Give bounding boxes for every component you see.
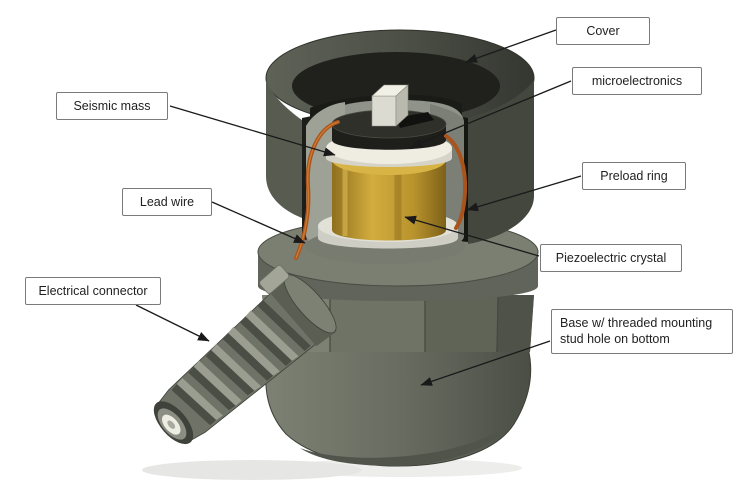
arrow-electrical-connector (135, 304, 210, 342)
arrow-piezoelectric-crystal (404, 215, 540, 257)
arrow-lead-wire (211, 201, 306, 244)
arrow-base (420, 340, 551, 386)
label-electrical-connector: Electrical connector (25, 277, 161, 306)
electrical-connector-part (153, 265, 337, 445)
arrow-cover (465, 29, 557, 63)
arrow-preload-ring (466, 175, 582, 212)
device-shadow (142, 459, 522, 480)
arrow-microelectronics (410, 80, 572, 148)
label-lead-wire: Lead wire (122, 188, 212, 217)
label-piezoelectric-crystal: Piezoelectric crystal (540, 244, 682, 273)
arrow-seismic-mass (169, 105, 336, 157)
label-preload-ring: Preload ring (582, 162, 686, 191)
annotation-arrows (135, 29, 582, 386)
connector-tip (153, 401, 194, 445)
microelectronics-part (371, 84, 409, 127)
label-seismic-mass: Seismic mass (56, 92, 168, 121)
label-cover: Cover (556, 17, 650, 46)
label-base: Base w/ threaded mounting stud hole on b… (551, 309, 733, 354)
label-microelectronics: microelectronics (572, 67, 702, 96)
